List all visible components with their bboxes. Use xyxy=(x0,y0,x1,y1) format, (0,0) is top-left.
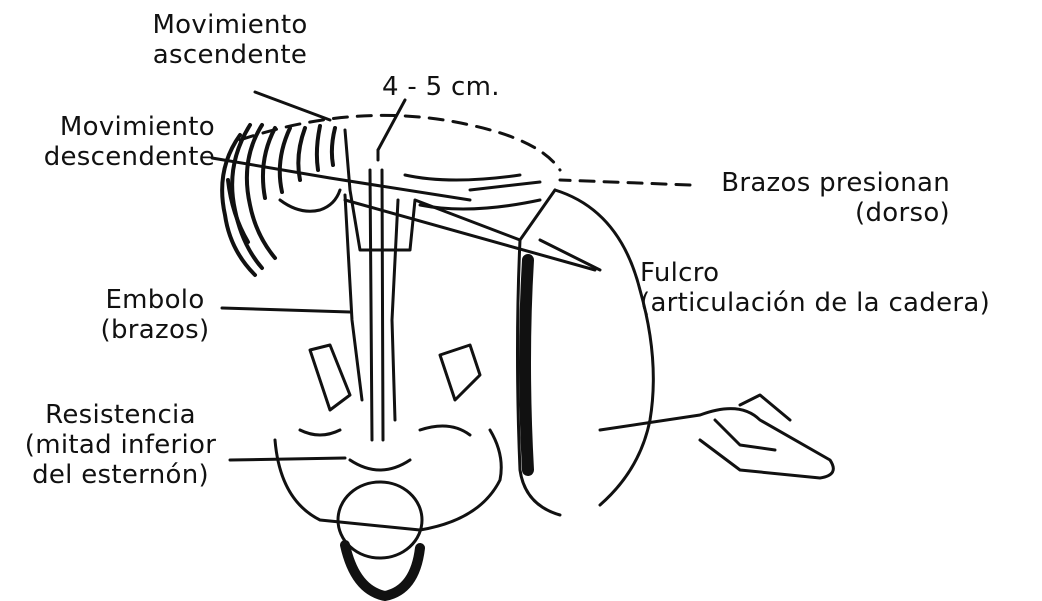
leg-stripe xyxy=(525,260,528,470)
label-arms-press: Brazos presionan (dorso) xyxy=(690,168,950,228)
victim-collar xyxy=(350,460,410,470)
label-descending-line2: descendente xyxy=(20,142,215,172)
leader-resistance xyxy=(230,458,345,460)
label-piston-line1: Embolo xyxy=(90,285,220,315)
rescuer-left-arm xyxy=(345,195,362,400)
leader-descending xyxy=(212,158,330,178)
rescuer-shoe xyxy=(600,409,833,478)
leader-ascending xyxy=(255,92,330,120)
rescuer-right-arm xyxy=(392,200,398,420)
label-ascending-line1: Movimiento xyxy=(135,10,325,40)
victim-head xyxy=(338,482,422,558)
label-descending-line1: Movimiento xyxy=(20,112,215,142)
back-arc-dashed xyxy=(240,115,560,170)
label-arms-press-line1: Brazos presionan xyxy=(690,168,950,198)
label-resistance-line1: Resistencia xyxy=(8,400,233,430)
label-piston-line2: (brazos) xyxy=(90,315,220,345)
rescuer-torso xyxy=(345,130,555,250)
leader-piston xyxy=(222,308,350,312)
label-piston: Embolo (brazos) xyxy=(90,285,220,345)
leader-arms-press xyxy=(560,180,690,185)
rescuer-face xyxy=(280,190,340,211)
label-resistance-line3: del esternón) xyxy=(8,460,233,490)
label-descending: Movimiento descendente xyxy=(20,112,215,172)
victim-right-shoe xyxy=(440,345,480,400)
label-arms-press-line2: (dorso) xyxy=(690,198,950,228)
leader-fulcrum xyxy=(540,240,600,270)
label-resistance-line2: (mitad inferior xyxy=(8,430,233,460)
label-ascending-line2: ascendente xyxy=(135,40,325,70)
victim-left-shoe xyxy=(310,345,350,410)
label-ascending: Movimiento ascendente xyxy=(135,10,325,70)
label-resistance: Resistencia (mitad inferior del esternón… xyxy=(8,400,233,490)
label-depth: 4 - 5 cm. xyxy=(382,72,500,102)
leader-depth xyxy=(378,100,405,150)
label-fulcrum-line2: (articulación de la cadera) xyxy=(640,288,990,318)
label-fulcrum: Fulcro (articulación de la cadera) xyxy=(640,258,990,318)
victim-torso xyxy=(275,430,501,530)
label-fulcrum-line1: Fulcro xyxy=(640,258,990,288)
